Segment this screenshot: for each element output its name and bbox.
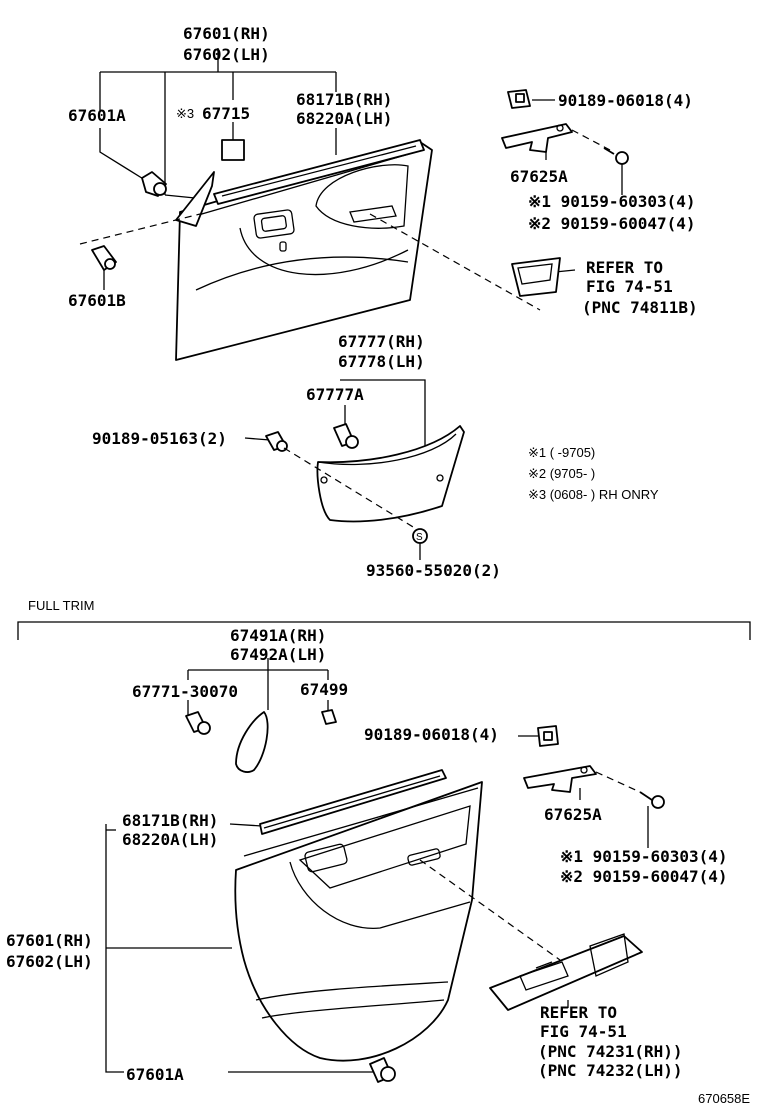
- label-upper-screw-2: ※2 90159-60047(4): [528, 214, 696, 233]
- upper-pocket-nut: [265, 431, 288, 452]
- lower-screw: [639, 791, 665, 809]
- lower-clip: [185, 711, 211, 735]
- label-lower-refer-1: REFER TO: [540, 1003, 617, 1022]
- label-upper-refer-2: FIG 74-51: [586, 277, 673, 296]
- label-upper-trim-lh: 67602(LH): [183, 45, 270, 64]
- label-lower-trim-lh: 67602(LH): [6, 952, 93, 971]
- lower-trim-board: [234, 781, 483, 1062]
- label-lower-weatherstrip-rh: 68171B(RH): [122, 811, 218, 830]
- label-lower-trim-rh: 67601(RH): [6, 931, 93, 950]
- upper-leader-lines: [99, 48, 623, 560]
- label-upper-bracket: 67625A: [510, 167, 568, 186]
- label-upper-pocket-nut: 90189-05163(2): [92, 429, 227, 448]
- svg-text:S: S: [416, 532, 423, 543]
- label-lower-bracket-nut: 90189-06018(4): [364, 725, 499, 744]
- upper-pocket-screw: S: [412, 528, 428, 544]
- label-note-1: ※1 ( -9705): [528, 445, 595, 460]
- label-lower-nut: 67499: [300, 680, 348, 699]
- label-upper-pocket-rh: 67777(RH): [338, 332, 425, 351]
- label-lower-armrest-rh: 67491A(RH): [230, 626, 326, 645]
- lower-bracket-nut: [537, 725, 559, 747]
- label-lower-bracket: 67625A: [544, 805, 602, 824]
- label-upper-pocket-screw: 93560-55020(2): [366, 561, 501, 580]
- label-lower-screw-2: ※2 90159-60047(4): [560, 867, 728, 886]
- upper-switch-bezel: [511, 257, 561, 297]
- label-lower-clip-a: 67601A: [126, 1065, 184, 1084]
- lower-weatherstrip: [259, 769, 447, 835]
- label-full-trim: FULL TRIM: [28, 598, 94, 613]
- label-upper-pocket-lh: 67778(LH): [338, 352, 425, 371]
- label-upper-weatherstrip-rh: 68171B(RH): [296, 90, 392, 109]
- label-upper-screw-1: ※1 90159-60303(4): [528, 192, 696, 211]
- label-upper-refer-1: REFER TO: [586, 258, 663, 277]
- label-upper-pocket-clip: 67777A: [306, 385, 364, 404]
- label-lower-screw-1: ※1 90159-60303(4): [560, 847, 728, 866]
- label-lower-weatherstrip-lh: 68220A(LH): [122, 830, 218, 849]
- lower-clip-a: [369, 1057, 396, 1083]
- lower-bracket: [523, 765, 597, 793]
- label-upper-pad: 67715: [202, 104, 250, 123]
- upper-pad: [221, 139, 245, 161]
- label-upper-weatherstrip-lh: 68220A(LH): [296, 109, 392, 128]
- upper-pocket-clip: [333, 423, 359, 449]
- label-lower-refer-2: FIG 74-51: [540, 1022, 627, 1041]
- label-figure-code: 670658E: [698, 1091, 750, 1106]
- label-upper-refer-3: (PNC 74811B): [582, 298, 698, 317]
- lower-switch-base: [489, 933, 643, 1011]
- upper-screw: [603, 147, 629, 165]
- upper-bracket-nut: [507, 89, 531, 109]
- label-note-3: ※3 (0608- ) RH ONRY: [528, 487, 659, 502]
- label-note-2: ※2 (9705- ): [528, 466, 595, 481]
- label-lower-armrest-lh: 67492A(LH): [230, 645, 326, 664]
- label-lower-clip: 67771-30070: [132, 682, 238, 701]
- label-upper-bracket-nut: 90189-06018(4): [558, 91, 693, 110]
- upper-pocket: [316, 425, 465, 523]
- lower-nut: [321, 709, 337, 725]
- label-lower-refer-3: (PNC 74231(RH)): [538, 1042, 683, 1061]
- lower-leader-lines: [105, 658, 649, 1073]
- lower-armrest: [235, 711, 269, 773]
- label-upper-note3-mark: ※3: [176, 106, 194, 121]
- upper-clip-b: [91, 245, 117, 271]
- upper-clip-a: [141, 171, 167, 197]
- label-upper-trim-rh: 67601(RH): [183, 24, 270, 43]
- full-trim-bracket-line: [17, 621, 751, 640]
- upper-bracket: [501, 123, 573, 153]
- upper-weatherstrip: [213, 139, 425, 205]
- label-lower-refer-4: (PNC 74232(LH)): [538, 1061, 683, 1080]
- label-upper-clip-a: 67601A: [68, 106, 126, 125]
- label-upper-clip-b: 67601B: [68, 291, 126, 310]
